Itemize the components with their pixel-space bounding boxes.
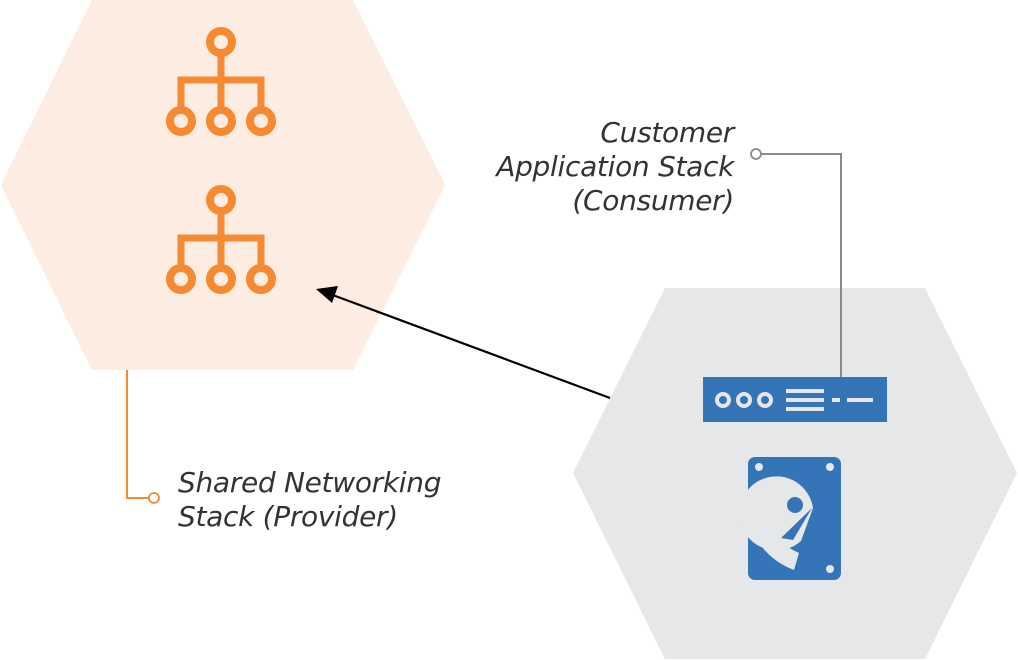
server-rack-icon bbox=[703, 377, 887, 422]
consumer-label: Customer Application Stack (Consumer) bbox=[496, 116, 734, 218]
network-hierarchy-icon bbox=[166, 185, 276, 294]
hard-drive-icon bbox=[739, 457, 841, 580]
provider-label-connector bbox=[126, 370, 160, 504]
consumer-label-connector bbox=[750, 148, 842, 377]
consumer-label-line: Application Stack bbox=[496, 150, 734, 183]
consumer-label-line: (Consumer) bbox=[572, 184, 734, 217]
provider-label-line: Shared Networking bbox=[178, 466, 442, 499]
dependency-arrow bbox=[316, 286, 611, 400]
consumer-label-line: Customer bbox=[600, 116, 734, 149]
network-hierarchy-icon bbox=[166, 27, 276, 136]
provider-label: Shared Networking Stack (Provider) bbox=[178, 466, 442, 534]
provider-label-line: Stack (Provider) bbox=[178, 500, 398, 533]
provider-hexagon bbox=[1, 0, 445, 370]
arrowhead-icon bbox=[316, 286, 338, 303]
